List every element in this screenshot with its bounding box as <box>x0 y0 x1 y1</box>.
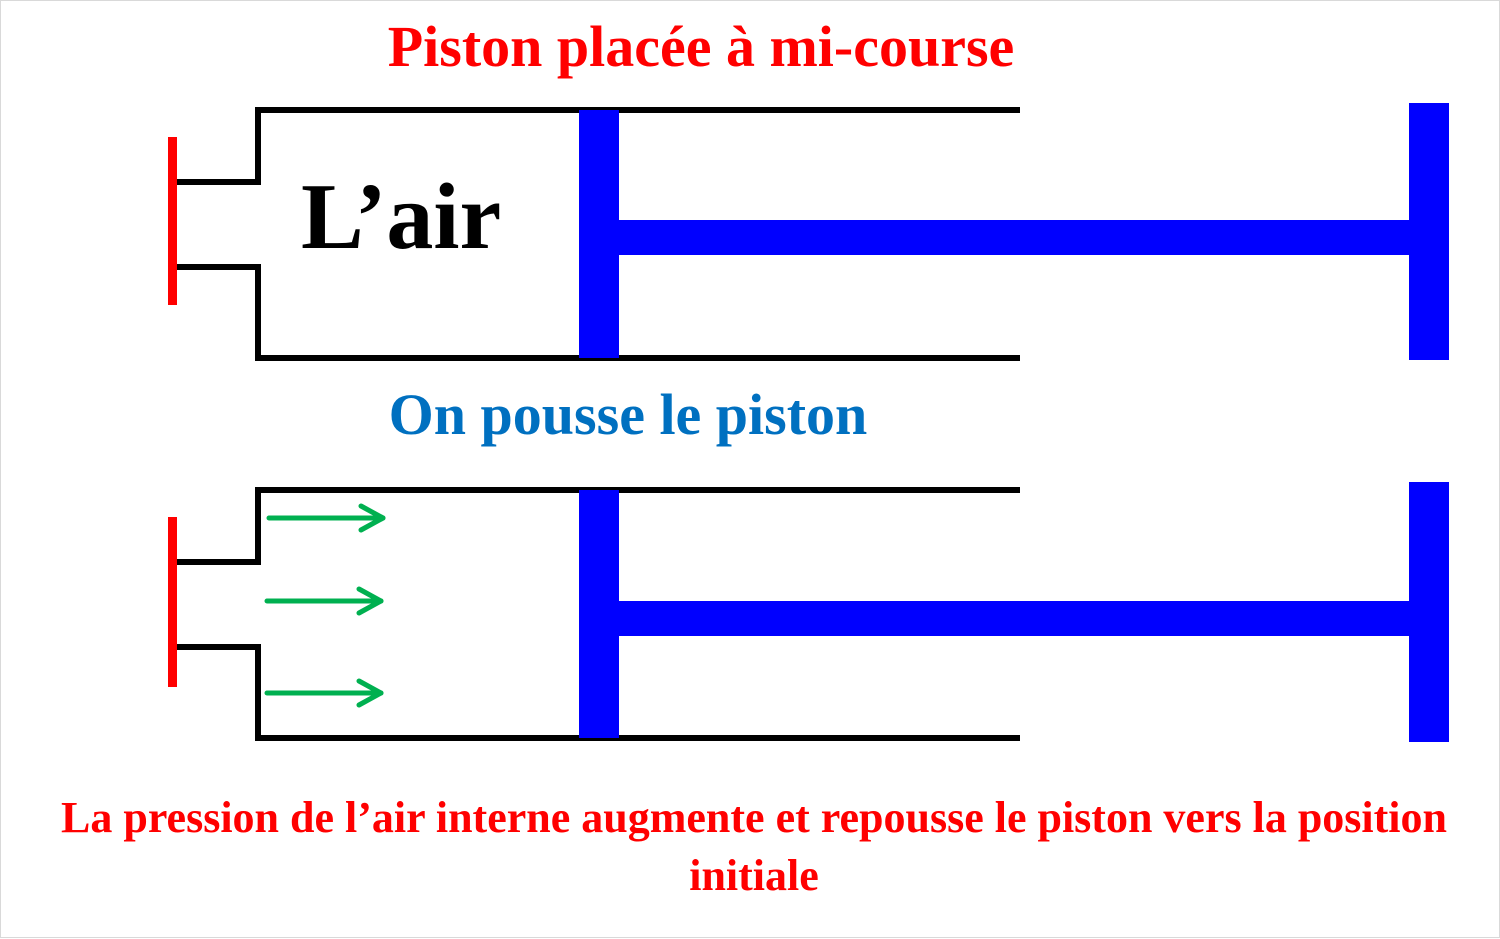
bottom-piston <box>579 482 1449 742</box>
top-nozzle-plug <box>168 137 177 305</box>
pressure-arrow-icon <box>264 678 384 708</box>
bottom-nozzle-plug <box>168 517 177 687</box>
bottom-syringe <box>168 482 1449 742</box>
bottom-cylinder <box>173 487 1020 741</box>
bottom-piston-handle <box>1409 482 1449 742</box>
diagram-title: Piston placée à mi-course <box>387 14 1015 79</box>
push-piston-label: On pousse le piston <box>388 382 868 447</box>
top-piston <box>579 103 1449 360</box>
pressure-arrow-icon <box>266 503 386 533</box>
air-label: L’air <box>301 165 502 269</box>
top-piston-rod <box>619 220 1411 255</box>
top-piston-handle <box>1409 103 1449 360</box>
explanation-caption: La pression de l’air interne augmente et… <box>61 793 1447 900</box>
air-pressure-arrows <box>264 503 386 708</box>
bottom-piston-rod <box>619 601 1411 636</box>
bottom-cylinder-upper-wall <box>173 487 1020 565</box>
top-cylinder <box>173 107 1020 361</box>
top-cylinder-upper-wall <box>173 107 1020 185</box>
top-syringe <box>168 103 1449 361</box>
pressure-arrow-icon <box>264 586 384 616</box>
bottom-cylinder-lower-wall <box>173 644 1020 741</box>
bottom-piston-head <box>579 490 619 738</box>
top-cylinder-lower-wall <box>173 264 1020 361</box>
top-piston-head <box>579 110 619 358</box>
